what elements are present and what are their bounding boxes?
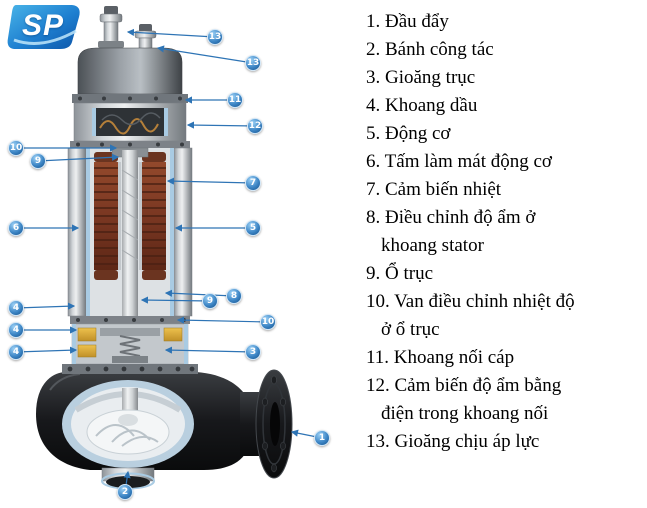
sp-logo: SP [6, 4, 84, 52]
oil-chamber [71, 323, 189, 365]
callout-line-4 [15, 302, 76, 310]
callout-marker-10: 10 [8, 140, 24, 156]
callout-line-9 [37, 153, 120, 162]
callout-marker-3: 3 [245, 344, 261, 360]
legend-item-3: 3. Gioăng trục [366, 64, 644, 92]
legend-item-label: Gioăng chịu áp lực [394, 431, 540, 452]
callout-lines [15, 28, 323, 493]
legend-item-label: Khoang nối cáp [393, 347, 515, 368]
legend-item-12: 12. Cảm biến độ ẩm bằng điện trong khoan… [366, 372, 644, 428]
legend-item-number: 10. [366, 291, 395, 312]
callout-line-8 [164, 289, 235, 297]
legend-item-label: Gioăng trục [385, 67, 476, 88]
callout-line-13 [126, 28, 216, 38]
legend-item-label: Van điều chỉnh nhiệt độ ở ổ trục [381, 291, 575, 340]
legend-item-label: Cảm biến nhiệt [385, 179, 502, 200]
legend-item-11: 11. Khoang nối cáp [366, 344, 644, 372]
volute-casing [36, 364, 293, 490]
legend-item-label: Tấm làm mát động cơ [384, 151, 552, 172]
legend-item-number: 1. [366, 11, 385, 32]
legend-item-13: 13. Gioăng chịu áp lực [366, 428, 644, 456]
legend-item-label: Điều chỉnh độ ẩm ở khoang stator [381, 207, 536, 256]
legend-item-label: Đầu đẩy [385, 11, 449, 32]
seal-spring [119, 335, 141, 357]
legend-item-number: 3. [366, 67, 385, 88]
legend-item-label: Khoang dầu [385, 95, 478, 116]
legend-item-label: Bánh công tác [385, 39, 494, 60]
impeller [86, 409, 170, 455]
callout-line-7 [166, 177, 254, 185]
legend-item-number: 2. [366, 39, 385, 60]
legend-item-number: 6. [366, 151, 385, 172]
callout-marker-10: 10 [260, 314, 276, 330]
legend-item-9: 9. Ổ trục [366, 260, 644, 288]
legend-item-label: Động cơ [385, 123, 451, 144]
callout-line-4 [15, 346, 78, 354]
callout-marker-6: 6 [8, 220, 24, 236]
cable-connection-chamber [70, 102, 190, 148]
logo-text: SP [21, 9, 65, 42]
callout-marker-8: 8 [226, 288, 242, 304]
callout-line-3 [164, 346, 254, 354]
callout-marker-7: 7 [245, 175, 261, 191]
callout-marker-4: 4 [8, 322, 24, 338]
callout-line-9 [140, 296, 211, 304]
motor-section [67, 147, 193, 376]
legend-item-8: 8. Điều chỉnh độ ẩm ở khoang stator [366, 204, 644, 260]
legend-item-1: 1. Đầu đẩy [366, 8, 644, 36]
callout-marker-13: 13 [207, 29, 223, 45]
callout-line-13 [156, 45, 254, 64]
legend-item-5: 5. Động cơ [366, 120, 644, 148]
shaft-seal [112, 356, 148, 363]
legend-item-6: 6. Tấm làm mát động cơ [366, 148, 644, 176]
legend-item-label: Ổ trục [385, 263, 434, 284]
callout-marker-9: 9 [30, 153, 46, 169]
lower-bearing [100, 328, 160, 336]
legend-item-2: 2. Bánh công tác [366, 36, 644, 64]
callout-line-12 [186, 121, 256, 129]
legend-item-4: 4. Khoang dầu [366, 92, 644, 120]
legend-item-number: 11. [366, 347, 394, 368]
legend-item-10: 10. Van điều chỉnh nhiệt độ ở ổ trục [366, 288, 644, 344]
legend-item-7: 7. Cảm biến nhiệt [366, 176, 644, 204]
legend-item-number: 7. [366, 179, 385, 200]
callout-marker-12: 12 [247, 118, 263, 134]
callout-marker-11: 11 [227, 92, 243, 108]
callout-line-10 [176, 316, 269, 324]
legend-item-number: 8. [366, 207, 385, 228]
sp-logo-shape [7, 5, 80, 49]
legend-item-number: 4. [366, 95, 385, 116]
legend-item-label: Cảm biến độ ẩm bằng điện trong khoang nố… [381, 375, 562, 424]
callout-marker-4: 4 [8, 300, 24, 316]
callout-marker-2: 2 [117, 484, 133, 500]
callout-marker-5: 5 [245, 220, 261, 236]
callout-marker-13: 13 [245, 55, 261, 71]
legend-item-number: 9. [366, 263, 385, 284]
volute-flange [62, 364, 198, 374]
legend-item-number: 5. [366, 123, 385, 144]
pump-illustration [36, 6, 293, 490]
callout-marker-4: 4 [8, 344, 24, 360]
legend-item-number: 13. [366, 431, 395, 452]
callout-marker-1: 1 [314, 430, 330, 446]
callout-marker-9: 9 [202, 293, 218, 309]
legend-item-number: 12. [366, 375, 395, 396]
